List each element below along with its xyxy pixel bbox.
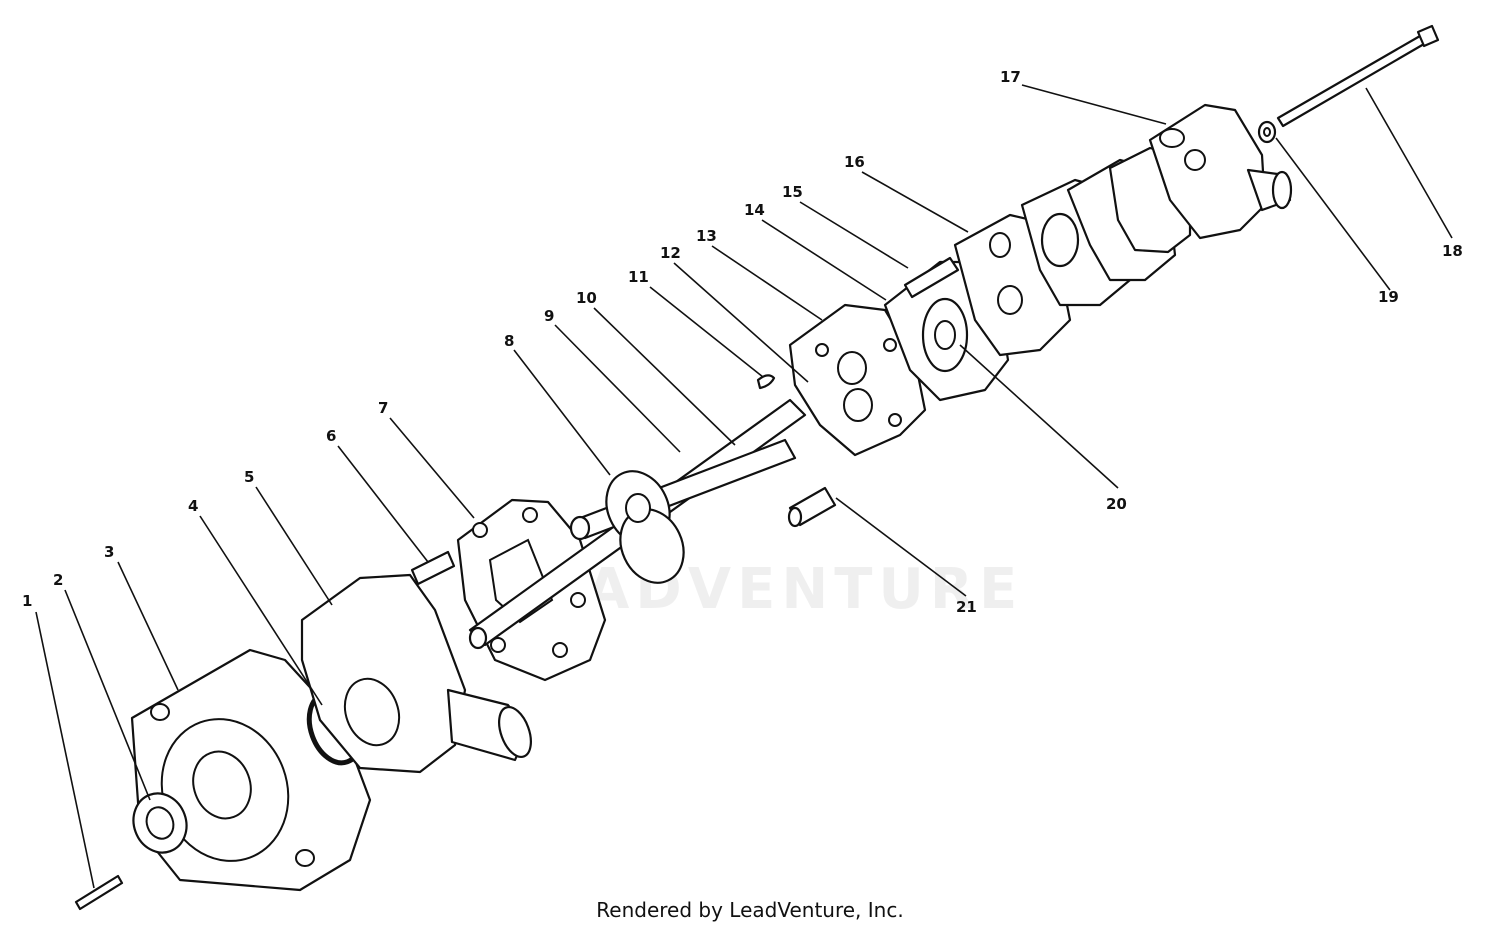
callout-12: 12 [660,244,681,262]
callout-19: 19 [1378,288,1399,306]
part-2-seal[interactable] [125,786,194,860]
part-13-plate[interactable] [788,303,927,457]
callout-21: 21 [956,598,977,616]
callout-3: 3 [104,543,114,561]
callout-18: 18 [1442,242,1463,260]
callout-11: 11 [628,268,649,286]
callout-9: 9 [544,307,554,325]
callout-labels: 1 2 3 4 5 6 7 8 9 10 11 12 13 14 15 16 1… [22,68,1463,616]
part-1-pin[interactable] [74,874,124,911]
part-17-end-cover[interactable] [1148,103,1293,240]
callout-6: 6 [326,427,336,445]
callout-4: 4 [188,497,198,515]
callout-20: 20 [1106,495,1127,513]
part-15-dowel[interactable] [903,256,960,299]
part-6-dowel[interactable] [410,550,456,586]
callout-13: 13 [696,227,717,245]
part-10-shaft[interactable] [569,438,797,541]
callout-17: 17 [1000,68,1021,86]
callout-16: 16 [844,153,865,171]
part-19-washer[interactable] [1257,120,1277,144]
rendered-by-credit: Rendered by LeadVenture, Inc. [596,898,904,922]
callout-10: 10 [576,289,597,307]
callout-2: 2 [53,571,63,589]
leader-lines [35,84,1453,889]
callout-8: 8 [504,332,514,350]
part-11-key[interactable] [756,374,776,390]
callout-1: 1 [22,592,32,610]
part-21-pin[interactable] [787,486,837,528]
part-5-pump-body[interactable] [300,573,537,774]
callout-7: 7 [378,399,388,417]
part-8-gear[interactable] [595,461,695,593]
part-18-bolt[interactable] [1276,24,1440,128]
callout-15: 15 [782,183,803,201]
callout-5: 5 [244,468,254,486]
callout-14: 14 [744,201,765,219]
